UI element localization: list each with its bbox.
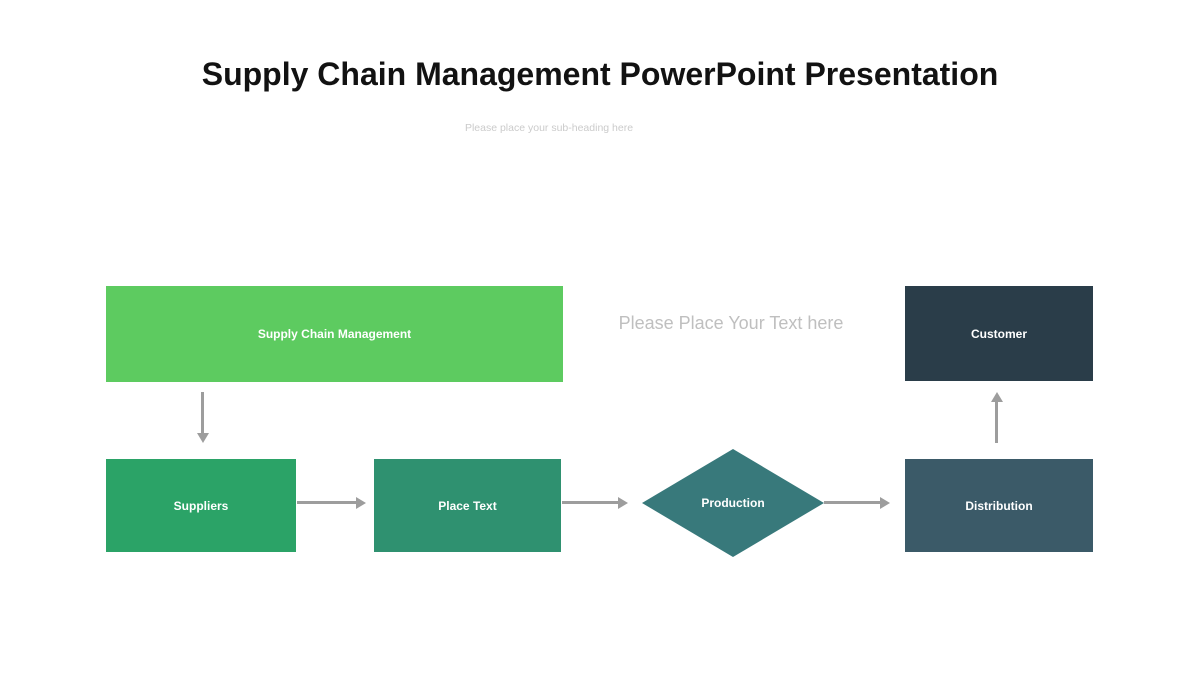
- node-suppliers[interactable]: Suppliers: [106, 459, 296, 552]
- node-label: Supply Chain Management: [257, 327, 412, 341]
- slide-subtitle: Please place your sub-heading here: [464, 122, 634, 134]
- node-customer[interactable]: Customer: [905, 286, 1093, 381]
- arrow-suppliers-to-place-text: [297, 496, 366, 509]
- body-text-placeholder[interactable]: Please Place Your Text here: [618, 313, 844, 333]
- node-label: Place Text: [438, 498, 497, 513]
- arrow-production-to-distribution: [824, 496, 890, 509]
- arrow-shaft: [201, 392, 204, 433]
- node-production[interactable]: Production: [642, 449, 824, 557]
- arrow-shaft: [824, 501, 880, 504]
- arrowhead-right-icon: [618, 496, 628, 509]
- diamond-shape: [642, 449, 824, 557]
- arrow-shaft: [562, 501, 618, 504]
- arrowhead-right-icon: [356, 496, 366, 509]
- node-place-text[interactable]: Place Text: [374, 459, 561, 552]
- arrowhead-up-icon: [990, 392, 1003, 402]
- node-label: Production: [701, 496, 765, 510]
- arrow-shaft: [995, 402, 998, 443]
- arrowhead-down-icon: [196, 433, 209, 443]
- arrow-shaft: [297, 501, 356, 504]
- slide-title: Supply Chain Management PowerPoint Prese…: [201, 56, 999, 92]
- node-label: Suppliers: [173, 498, 229, 513]
- arrow-scm-to-suppliers: [196, 392, 209, 443]
- node-label: Distribution: [965, 498, 1033, 513]
- node-supply-chain-management[interactable]: Supply Chain Management: [106, 286, 563, 382]
- node-distribution[interactable]: Distribution: [905, 459, 1093, 552]
- arrowhead-right-icon: [880, 496, 890, 509]
- arrow-place-text-to-production: [562, 496, 628, 509]
- arrow-distribution-to-customer: [990, 392, 1003, 443]
- node-label: Customer: [970, 326, 1027, 341]
